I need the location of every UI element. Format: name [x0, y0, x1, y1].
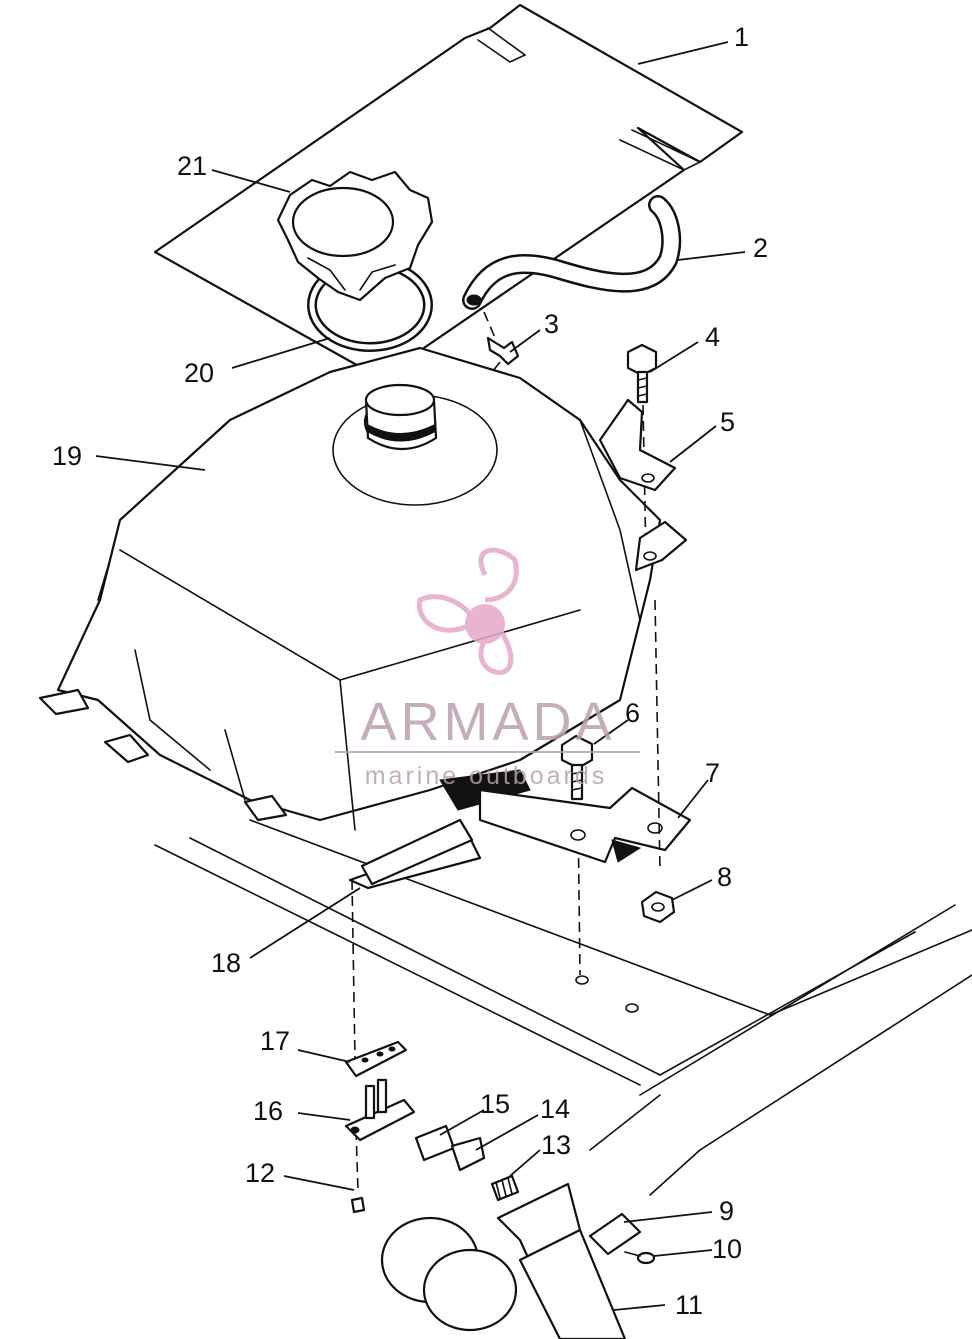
callout-15: 15: [480, 1089, 510, 1119]
tank-pad-part: [348, 818, 482, 890]
callout-10: 10: [712, 1234, 742, 1264]
fuel-cap-part: [276, 170, 434, 302]
callout-12: 12: [245, 1158, 275, 1188]
frame-rails: [154, 819, 972, 1196]
propeller-logo-icon: [416, 547, 519, 675]
callout-5: 5: [720, 407, 735, 437]
callout-3: 3: [544, 309, 559, 339]
callout-21: 21: [177, 151, 207, 181]
fuel-valve-assembly: [344, 879, 656, 1339]
callout-14: 14: [540, 1094, 570, 1124]
callout-8: 8: [717, 862, 732, 892]
callout-19: 19: [52, 441, 82, 471]
callout-18: 18: [211, 948, 241, 978]
callout-17: 17: [260, 1026, 290, 1056]
callout-20: 20: [184, 358, 214, 388]
callout-4: 4: [705, 322, 720, 352]
rear-bracket-part: [478, 599, 692, 871]
callout-16: 16: [253, 1096, 283, 1126]
fuel-tank-body: [38, 346, 662, 831]
leader-lines: [95, 41, 746, 1311]
callout-7: 7: [705, 758, 720, 788]
callout-1: 1: [734, 22, 749, 52]
nut-part: [640, 890, 676, 924]
callout-2: 2: [753, 233, 768, 263]
watermark-title: ARMADA: [360, 692, 615, 752]
armada-watermark: ARMADA marine outboards: [335, 547, 640, 790]
callout-labels: 1 2 3 4 5 6 7 8 9 10 11 12 13 14 15 16 1…: [52, 22, 768, 1320]
vent-hose-part: [462, 195, 682, 310]
watermark-subtitle: marine outboards: [365, 762, 608, 790]
callout-13: 13: [541, 1130, 571, 1160]
callout-9: 9: [719, 1196, 734, 1226]
tank-bracket-part: [598, 398, 688, 572]
callout-6: 6: [625, 698, 640, 728]
callout-11: 11: [675, 1290, 703, 1320]
